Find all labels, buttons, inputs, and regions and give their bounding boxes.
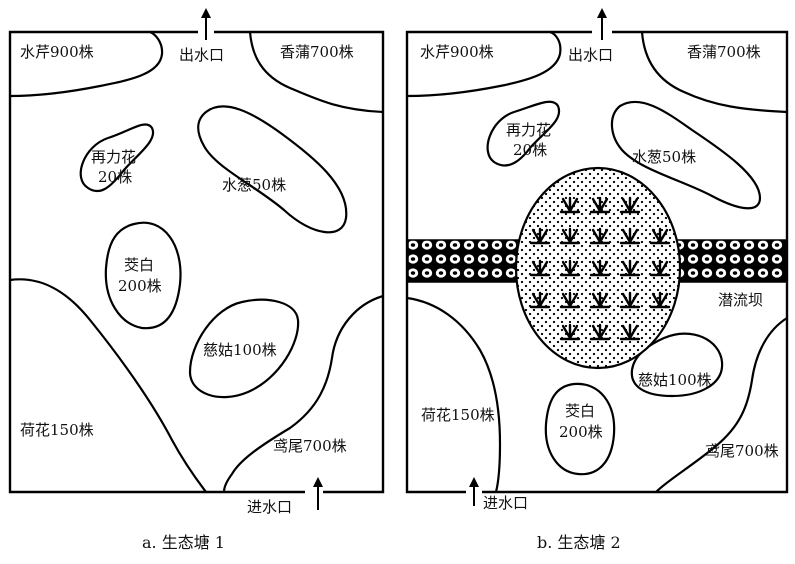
pond-b-plant-glyphs — [529, 196, 671, 341]
pond-a-frame — [8, 30, 385, 494]
pond-a-boundary-lotus — [8, 278, 208, 494]
pond-a-thalia-closed — [79, 123, 155, 193]
pond-a-outlet-label: 出水口 — [179, 46, 224, 64]
plant-glyph-icon — [559, 259, 581, 277]
plant-glyph-icon — [619, 291, 641, 309]
pond-a-label-lotus: 荷花150株 — [20, 421, 94, 439]
plant-glyph-icon — [619, 196, 641, 214]
pond-b-boundary-water-celery — [405, 30, 562, 98]
pond-b-inlet-arrow — [469, 477, 479, 506]
pond-b-wild-rice-closed — [544, 382, 616, 476]
pond-b-label-thalia-count: 20株 — [513, 141, 547, 159]
plant-glyph-icon — [529, 259, 551, 277]
plant-glyph-icon — [619, 227, 641, 245]
pond-b-submerged-plant-zone — [514, 166, 682, 370]
pond-a-wild-rice-closed — [104, 221, 182, 330]
pond-a-scirpus-closed — [197, 105, 348, 234]
pond-a-caption: a. 生态塘 1 — [142, 533, 225, 552]
pond-a-label-scirpus: 水葱50株 — [222, 176, 286, 194]
pond-b-inlet-label: 进水口 — [483, 494, 528, 512]
pond-a-label-thalia-count: 20株 — [98, 168, 132, 186]
pond-a-arrowhead-closed — [188, 298, 300, 399]
plant-glyph-icon — [589, 227, 611, 245]
pond-b-outlet-label: 出水口 — [568, 46, 613, 64]
pond-b-arrowhead-closed — [630, 332, 724, 398]
pond-b-label-iris: 鸢尾700株 — [705, 442, 779, 460]
pond-b-thalia-closed — [486, 100, 561, 167]
pond-a-label-arrowhead: 慈姑100株 — [203, 341, 277, 359]
plant-glyph-icon — [649, 259, 671, 277]
plant-glyph-icon — [529, 227, 551, 245]
plant-glyph-icon — [589, 323, 611, 341]
pond-b-frame — [405, 30, 789, 494]
pond-b-boundary-lotus — [405, 296, 502, 494]
plant-glyph-icon — [649, 291, 671, 309]
pond-a-label-water-celery: 水芹900株 — [20, 43, 94, 61]
pond-a-label-thalia-name: 再力花 — [91, 148, 136, 166]
plant-glyph-icon — [529, 291, 551, 309]
pond-b-label-cattail: 香蒲700株 — [687, 43, 761, 61]
pond-b-outlet-arrow — [597, 8, 607, 40]
pond-a-outlet-arrow — [201, 8, 211, 40]
pond-a-label-cattail: 香蒲700株 — [280, 43, 354, 61]
plant-glyph-icon — [589, 259, 611, 277]
pond-b-caption: b. 生态塘 2 — [537, 533, 621, 552]
pond-b-label-lotus: 荷花150株 — [421, 406, 495, 424]
pond-a-label-iris: 鸢尾700株 — [273, 437, 347, 455]
pond-b-dam-label: 潜流坝 — [718, 291, 763, 309]
pond-b-scirpus-closed — [610, 100, 762, 210]
plant-glyph-icon — [559, 323, 581, 341]
plant-glyph-icon — [589, 291, 611, 309]
pond-a-inlet-label: 进水口 — [247, 498, 292, 516]
plant-glyph-icon — [559, 227, 581, 245]
plant-glyph-icon — [649, 227, 671, 245]
pond-a-boundary-water-celery — [8, 30, 164, 98]
pond-a-inlet-arrow — [313, 477, 323, 510]
plant-glyph-icon — [559, 291, 581, 309]
pond-a-boundary-cattail — [248, 30, 385, 114]
pond-b-boundary-iris — [654, 316, 789, 494]
pond-a-boundary-iris — [222, 294, 385, 494]
pond-a-label-wild-rice-name: 茭白 — [124, 256, 154, 274]
pond-b-label-arrowhead: 慈姑100株 — [638, 371, 712, 389]
pond-b-label-wild-rice-count: 200株 — [559, 423, 603, 441]
plant-glyph-icon — [619, 323, 641, 341]
pond-b-label-thalia-name: 再力花 — [506, 121, 551, 139]
plant-glyph-icon — [619, 259, 641, 277]
pond-a: 水芹900株 香蒲700株 出水口 再力花 20株 水葱50株 茭白 200株 … — [8, 8, 385, 552]
plant-glyph-icon — [559, 196, 581, 214]
plant-glyph-icon — [589, 196, 611, 214]
pond-b: 水芹900株 香蒲700株 出水口 再力花 20株 水葱50株 潜流坝 慈姑10… — [405, 8, 789, 552]
pond-b-boundary-cattail — [640, 30, 789, 114]
pond-a-label-wild-rice-count: 200株 — [118, 277, 162, 295]
pond-b-label-scirpus: 水葱50株 — [632, 148, 696, 166]
pond-b-label-water-celery: 水芹900株 — [420, 43, 494, 61]
pond-b-label-wild-rice-name: 茭白 — [565, 402, 595, 420]
